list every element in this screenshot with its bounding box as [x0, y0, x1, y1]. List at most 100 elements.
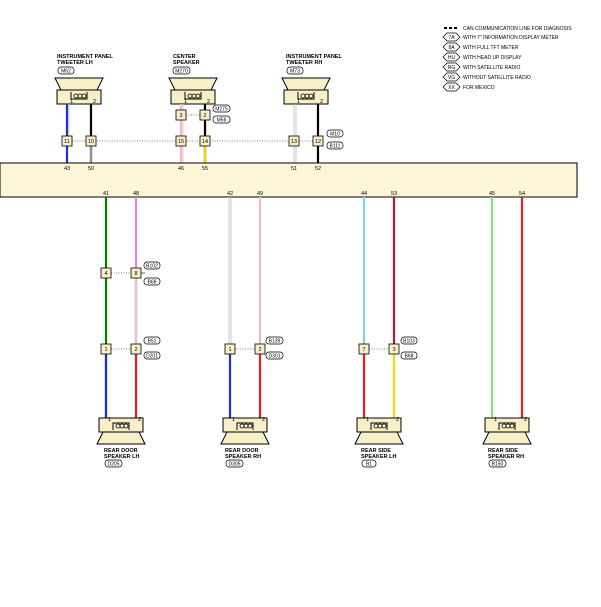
rear-side-lh-label: 1 2 REAR SIDE SPEAKER LH B1 [361, 417, 399, 468]
connector-b68-tag: B68 [148, 280, 157, 286]
unit-bottom-pin: 45 [489, 191, 495, 197]
legend-badge-rg: RG [442, 62, 461, 72]
top-connector-pin: 12 [315, 139, 321, 145]
mid-connector-b102: 4 8 B102 B68 [100, 261, 161, 286]
rear-door-rh-label: 1 2 REAR DOOR SPEAKER RH D305 [225, 417, 265, 468]
connector-b51-tag: B51 [148, 339, 157, 345]
legend-text-0: CAN COMMUNICATION LINE FOR DIAGNOSIS [463, 26, 572, 32]
legend-text-6: FOR MEXICO [463, 85, 495, 91]
top-connector-box [61, 135, 73, 147]
unit-bottom-pin: 48 [133, 191, 139, 197]
svg-text:REAR SIDE: REAR SIDE [361, 448, 391, 454]
svg-text:8A: 8A [448, 45, 455, 51]
unit-bottom-pin: 44 [361, 191, 367, 197]
svg-text:INSTRUMENT PANEL: INSTRUMENT PANEL [286, 54, 342, 60]
unit-top-pin: 43 [64, 166, 70, 172]
unit-bottom-pin: 54 [519, 191, 525, 197]
tweeter-lh-wires: 1 2 [65, 99, 96, 163]
top-connector-pin: 15 [178, 139, 184, 145]
svg-text:TWEETER LH: TWEETER LH [57, 60, 93, 66]
svg-text:1: 1 [228, 347, 231, 353]
svg-text:8: 8 [134, 271, 137, 277]
legend-text-1: WITH 7" INFORMATION DISPLAY METER [463, 35, 559, 41]
unit-top-pin: 51 [291, 166, 297, 172]
svg-text:1: 1 [184, 99, 187, 105]
rear-door-lh-wires [104, 197, 138, 424]
svg-text:1: 1 [366, 417, 369, 423]
svg-text:2: 2 [134, 347, 137, 353]
top-connector-pin: 10 [88, 139, 94, 145]
connector-b103-tag: B103 [403, 339, 415, 345]
svg-text:2: 2 [258, 347, 261, 353]
svg-text:2: 2 [203, 113, 206, 119]
top-connector-box [288, 135, 300, 147]
top-connector-box [312, 135, 324, 147]
connector-b111-tag: B111 [330, 144, 341, 150]
top-connector-box [199, 135, 211, 147]
rear-side-rh-wires [490, 197, 524, 424]
svg-text:2: 2 [262, 417, 265, 423]
svg-text:1: 1 [494, 417, 497, 423]
tweeter-lh-label: INSTRUMENT PANEL TWEETER LH M62 [57, 54, 113, 75]
svg-text:3: 3 [392, 347, 395, 353]
rear-door-rh-wires [228, 197, 262, 424]
legend-badge-7a: 7A [442, 32, 461, 42]
svg-text:HU: HU [448, 55, 456, 61]
mid-connector-b51: 1 2 B51 D201 [100, 336, 161, 360]
svg-text:VG: VG [448, 75, 455, 81]
svg-text:1: 1 [232, 417, 235, 423]
legend-text-2: WITH FULL TFT METER [463, 45, 519, 51]
connector-m10-tag: M10 [330, 132, 340, 138]
connector-m270-tag: M270 [175, 69, 188, 75]
svg-text:7: 7 [362, 347, 365, 353]
svg-text:SPEAKER LH: SPEAKER LH [104, 454, 139, 460]
unit-top-pin: 50 [88, 166, 94, 172]
connector-m56-tag: M56 [217, 118, 227, 124]
top-connector-row: 11 10 15 14 13 12 [61, 135, 324, 147]
svg-text:1: 1 [70, 99, 73, 105]
right-connector-tags: M10 B111 [326, 129, 344, 150]
rear-door-lh-label: 1 2 REAR DOOR SPEAKER LH D205 [104, 417, 141, 468]
top-connector-pin: 13 [291, 139, 297, 145]
svg-text:CENTER: CENTER [173, 54, 196, 60]
svg-text:2: 2 [93, 99, 96, 105]
unit-bottom-pin: 53 [391, 191, 397, 197]
svg-text:2: 2 [320, 99, 323, 105]
top-connector-box [85, 135, 97, 147]
tweeter-rh-wires: 1 2 [293, 99, 323, 163]
svg-text:2: 2 [138, 417, 141, 423]
connector-b1-tag: B1 [366, 462, 372, 468]
connector-b139-tag: B139 [269, 339, 281, 345]
top-connector-pin: 11 [64, 139, 70, 145]
unit-bottom-pin: 41 [103, 191, 109, 197]
svg-text:2: 2 [524, 417, 527, 423]
top-connector-box [175, 135, 187, 147]
audio-unit-body [0, 162, 578, 198]
svg-text:2: 2 [207, 99, 210, 105]
mid-connector-b103: 7 3 B103 B68 [358, 336, 418, 360]
legend-badge-hu: HU [442, 52, 461, 62]
center-junction: 3 2 M275 M56 [175, 104, 231, 124]
svg-text:7A: 7A [448, 35, 455, 41]
unit-top-pin: 55 [202, 166, 208, 172]
tweeter-rh-label: INSTRUMENT PANEL TWEETER RH M73 [286, 54, 342, 75]
svg-text:SPEAKER RH: SPEAKER RH [488, 454, 524, 460]
connector-d205-tag: D205 [108, 462, 120, 468]
legend: CAN COMMUNICATION LINE FOR DIAGNOSIS 7A … [442, 26, 572, 92]
unit-top-pin: 52 [315, 166, 321, 172]
svg-text:2: 2 [396, 417, 399, 423]
svg-text:4: 4 [104, 271, 107, 277]
legend-badge-8a: 8A [442, 42, 461, 52]
connector-m275-tag: M275 [215, 107, 228, 113]
svg-text:XX: XX [448, 85, 455, 91]
svg-text:1: 1 [104, 347, 107, 353]
top-connector-pin: 14 [202, 139, 208, 145]
center-speaker-label: CENTER SPEAKER M270 [172, 54, 200, 75]
connector-d201-tag: D201 [146, 354, 158, 360]
legend-text-4: WITH SATELLITE RADIO [463, 65, 521, 71]
connector-b68-tag-2: B68 [405, 354, 414, 360]
connector-m62-tag: M62 [61, 69, 71, 75]
